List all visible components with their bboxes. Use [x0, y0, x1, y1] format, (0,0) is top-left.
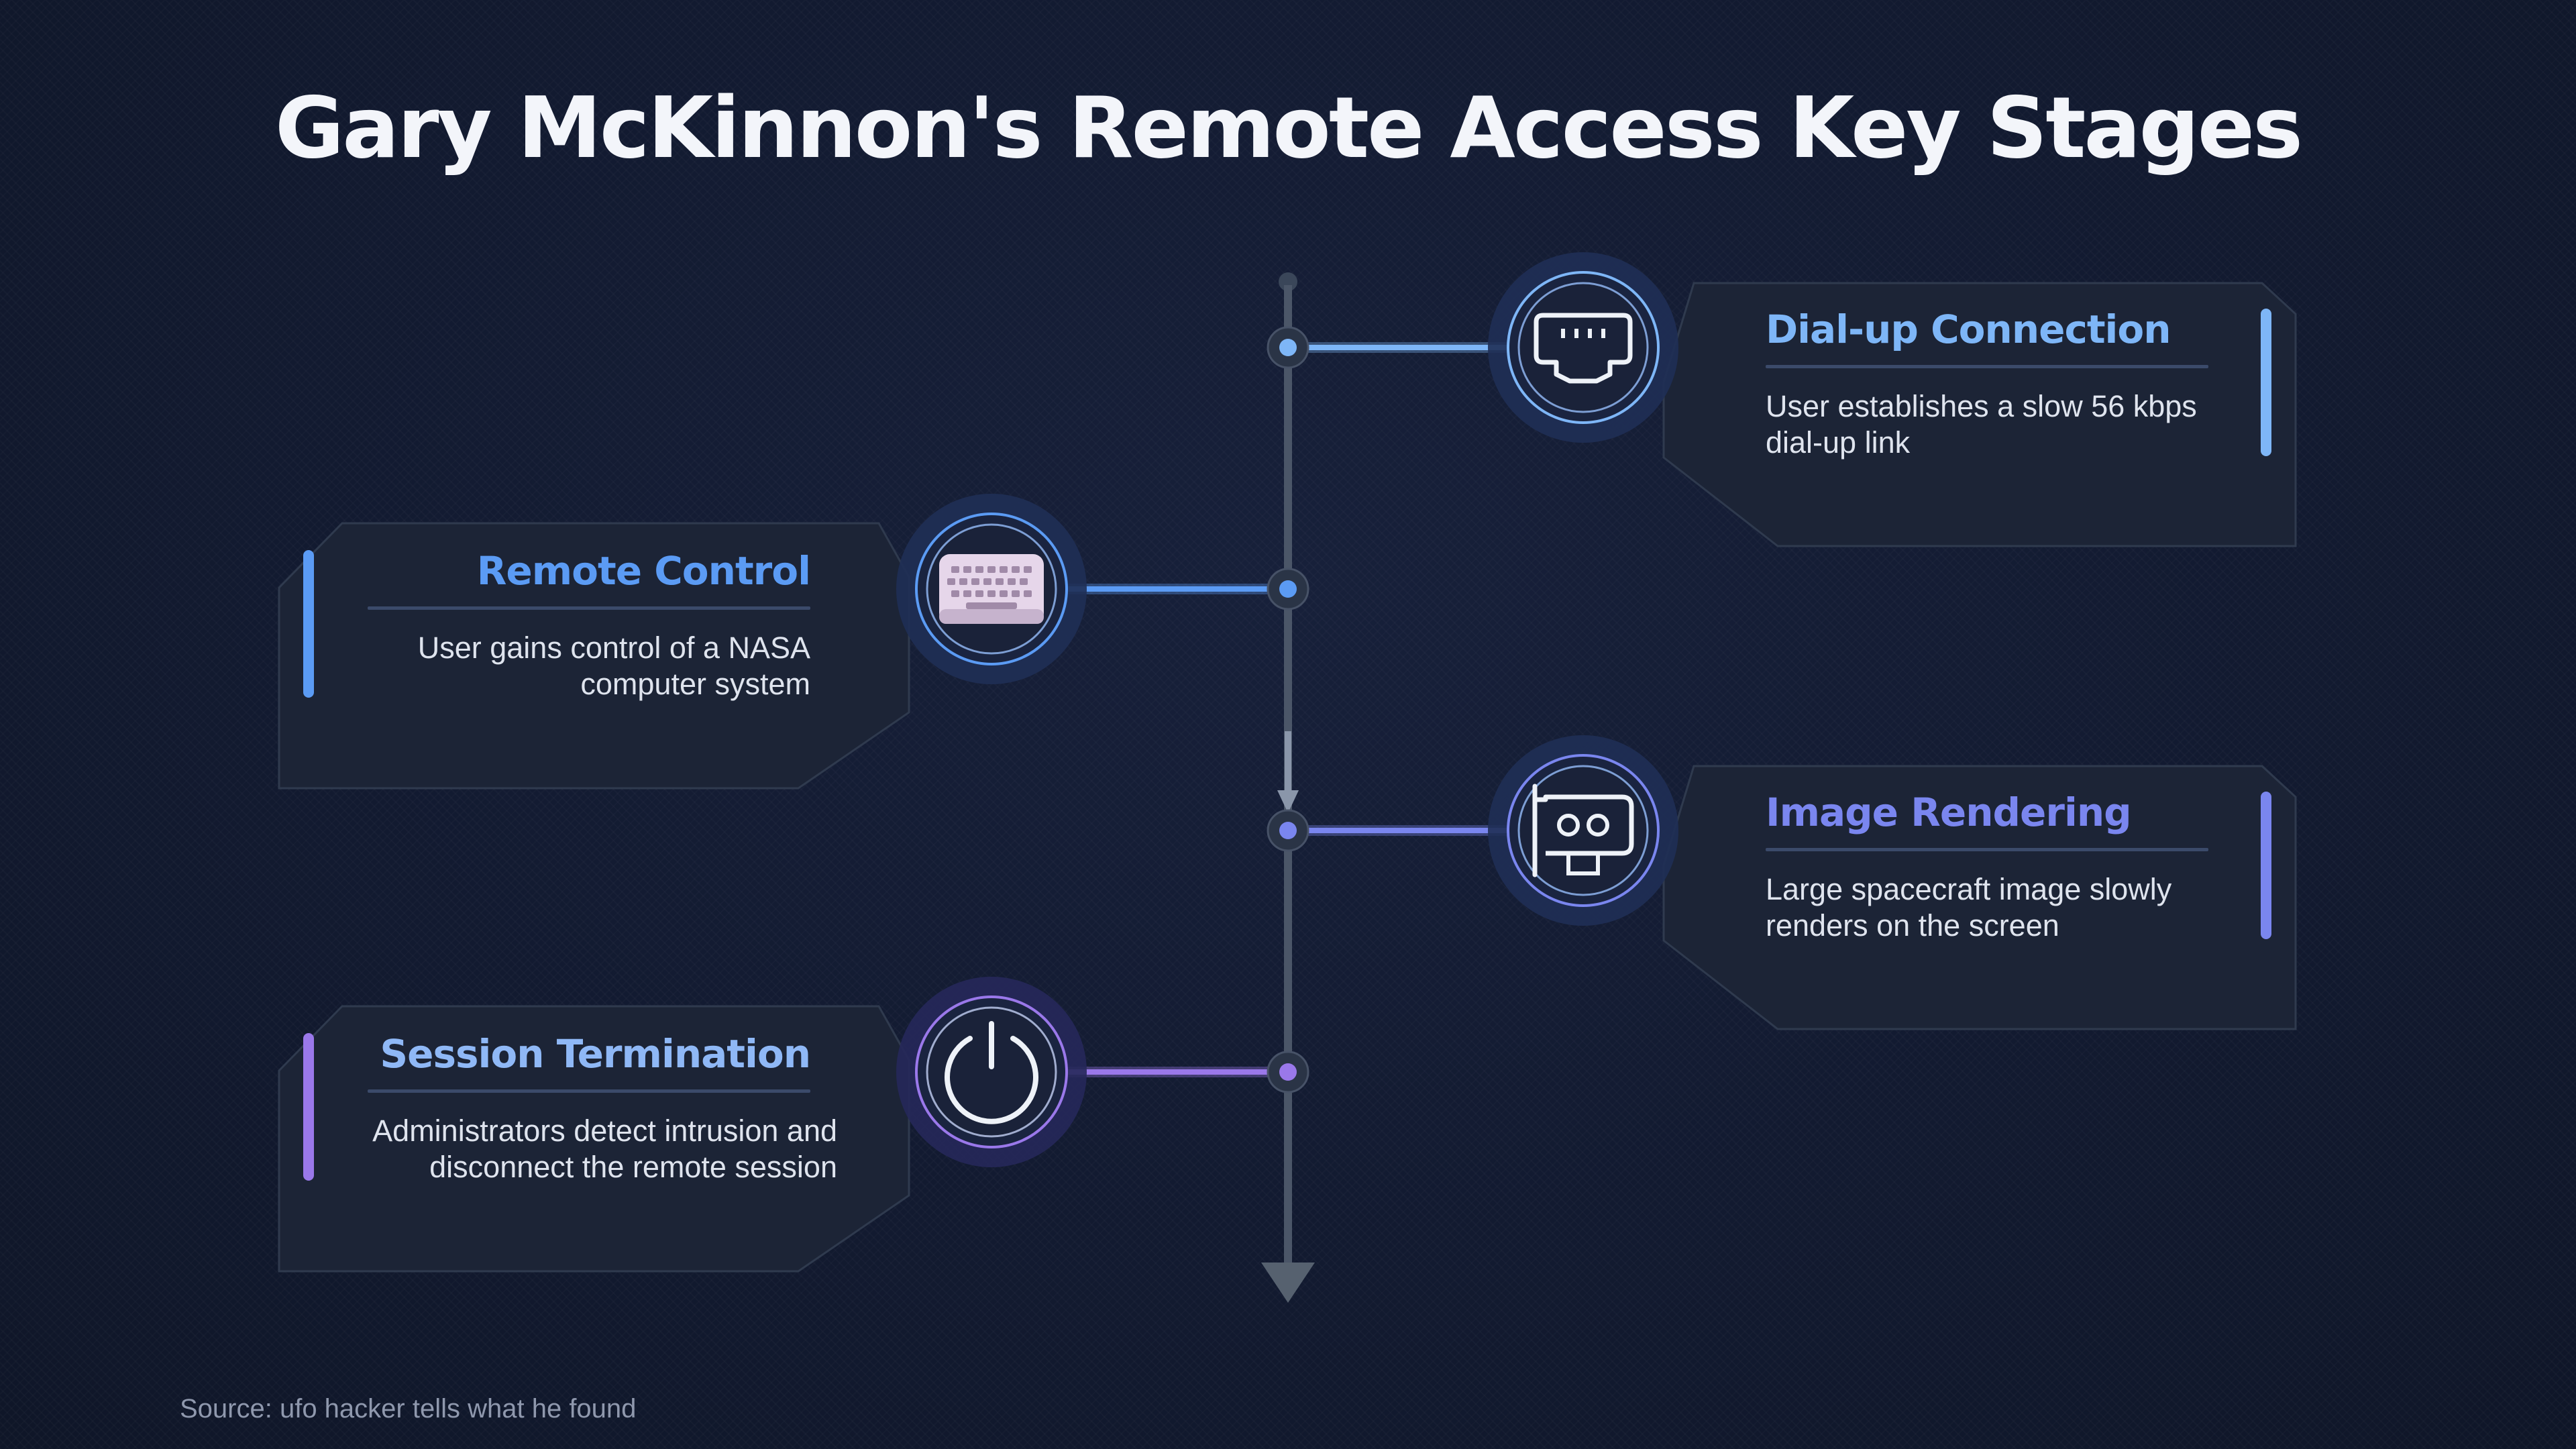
- stage-divider: [1766, 848, 2208, 851]
- stage-title: Dial-up Connection: [1766, 307, 2171, 352]
- graphics-card-icon: [1488, 735, 1678, 926]
- keyboard-icon: [896, 494, 1087, 684]
- stage-card-2: [278, 522, 910, 790]
- stage-title: Session Termination: [380, 1031, 811, 1077]
- stage-description: User gains control of a NASA computer sy…: [417, 631, 810, 701]
- stage-card-text-2: Remote Control User gains control of a N…: [368, 548, 811, 702]
- card-accent-bar: [303, 550, 314, 698]
- stage-description: Administrators detect intrusion and disc…: [372, 1114, 837, 1184]
- card-accent-bar: [2261, 309, 2271, 456]
- stage-card-text-4: Session Termination Administrators detec…: [368, 1031, 837, 1185]
- stage-card-text-1: Dial-up Connection User establishes a sl…: [1766, 310, 2208, 461]
- stage-title: Remote Control: [476, 548, 811, 594]
- connector-1: [1267, 326, 1508, 369]
- stage-description: User establishes a slow 56 kbps dial-up …: [1766, 389, 2197, 460]
- timeline-end-arrow: [1261, 1263, 1315, 1303]
- power-icon: [896, 977, 1087, 1167]
- source-note: Source: ufo hacker tells what he found: [180, 1394, 637, 1424]
- spine-mid-arrow: [1277, 790, 1299, 813]
- ethernet-port-icon: [1488, 252, 1678, 443]
- stage-description: Large spacecraft image slowly renders on…: [1766, 872, 2172, 943]
- stage-divider: [368, 606, 810, 610]
- stage-card-text-3: Image Rendering Large spacecraft image s…: [1766, 793, 2208, 944]
- stage-card-4: [278, 1005, 910, 1273]
- connector-3: [1267, 809, 1508, 852]
- page-title: Gary McKinnon's Remote Access Key Stages: [274, 78, 2303, 177]
- stage-card-1: [1662, 282, 2297, 547]
- stage-title: Image Rendering: [1766, 790, 2132, 835]
- card-accent-bar: [303, 1033, 314, 1181]
- timeline-spine: [1261, 272, 1315, 1303]
- connector-2: [1063, 568, 1309, 610]
- stage-divider: [1766, 365, 2208, 368]
- connector-4: [1063, 1051, 1309, 1093]
- stage-divider: [368, 1089, 810, 1093]
- card-accent-bar: [2261, 792, 2271, 939]
